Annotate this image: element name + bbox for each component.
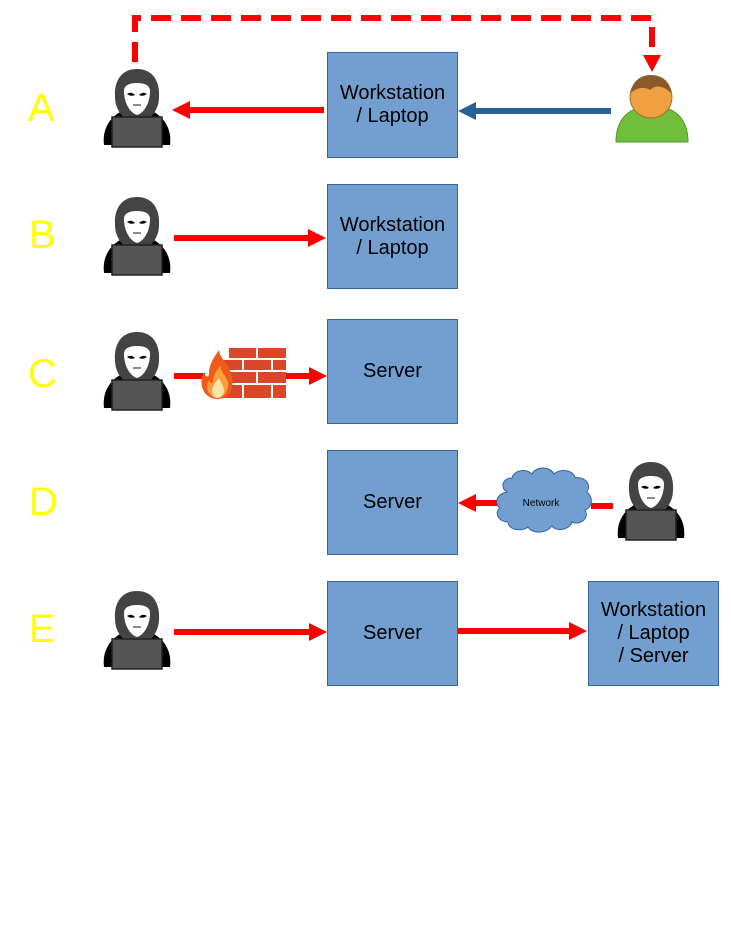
firewall-icon	[201, 348, 286, 399]
hacker-icon	[102, 590, 172, 670]
user-icon	[615, 75, 689, 143]
row-label-c: C	[28, 352, 57, 396]
arrowhead-right-icon	[309, 367, 327, 385]
dashed-attack-path	[132, 15, 655, 62]
cloud-label: Network	[523, 498, 561, 509]
row-e	[102, 590, 587, 670]
arrowhead-right-icon	[309, 623, 327, 641]
row-d: Network	[458, 461, 686, 541]
row-label-d: D	[29, 480, 58, 524]
workstation-laptop-box: Workstation / Laptop	[327, 52, 458, 158]
row-a	[102, 15, 689, 148]
row-label-b: B	[29, 213, 56, 257]
hacker-icon	[102, 196, 172, 276]
row-b	[102, 196, 326, 276]
server-box: Server	[327, 581, 458, 686]
arrowhead-right-icon	[569, 622, 587, 640]
legit-arrowhead-icon	[458, 102, 476, 120]
server-box: Server	[327, 450, 458, 555]
server-box: Server	[327, 319, 458, 424]
arrowhead-right-icon	[308, 229, 326, 247]
arrowhead-left-icon	[458, 494, 476, 512]
arrowhead-left-icon	[172, 101, 190, 119]
workstation-laptop-server-box: Workstation / Laptop / Server	[588, 581, 719, 686]
dashed-arrowhead-icon	[643, 55, 661, 72]
workstation-laptop-box: Workstation / Laptop	[327, 184, 458, 289]
cloud-icon: Network	[496, 467, 592, 533]
row-c	[102, 331, 327, 411]
hacker-icon	[102, 68, 172, 148]
row-label-e: E	[29, 607, 56, 651]
hacker-icon	[102, 331, 172, 411]
hacker-icon	[616, 461, 686, 541]
row-label-a: A	[28, 86, 55, 130]
